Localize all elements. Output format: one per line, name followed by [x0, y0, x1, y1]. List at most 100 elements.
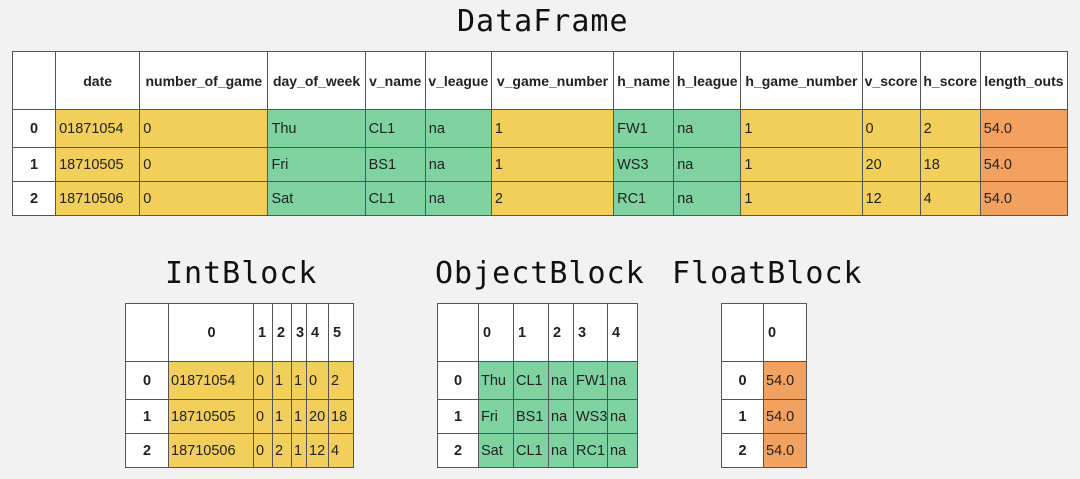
- row-index: 1: [11, 147, 57, 182]
- row-index: 1: [721, 399, 764, 434]
- row-index: 2: [721, 433, 764, 468]
- floatblock-title: FloatBlock: [672, 256, 863, 291]
- table-cell: 1: [740, 109, 863, 148]
- column-header: 5: [328, 303, 354, 362]
- column-header: 3: [573, 303, 608, 362]
- table-cell: 18: [328, 399, 354, 434]
- table-cell: Thu: [478, 361, 514, 400]
- table-cell: 2: [919, 109, 981, 148]
- table-cell: 54.0: [979, 181, 1069, 216]
- row-index: 1: [437, 399, 479, 434]
- table-cell: 18710506: [55, 181, 141, 216]
- table-cell: 12: [861, 181, 921, 216]
- column-header: day_of_week: [267, 51, 366, 110]
- column-header: 4: [607, 303, 638, 362]
- table-cell: 0: [139, 109, 269, 148]
- table-cell: 0: [253, 361, 273, 400]
- table-cell: na: [673, 181, 742, 216]
- table-cell: FW1: [613, 109, 675, 148]
- table-cell: 18710506: [168, 433, 254, 468]
- table-cell: 01871054: [55, 109, 141, 148]
- index-header-cell: [437, 303, 479, 362]
- column-header: h_game_number: [740, 51, 863, 110]
- header-row: 0: [721, 303, 807, 362]
- row-index: 2: [437, 433, 479, 468]
- table-cell: BS1: [364, 147, 426, 182]
- row-index: 1: [125, 399, 169, 434]
- table-cell: 18: [919, 147, 981, 182]
- column-header: 2: [272, 303, 292, 362]
- table-cell: 20: [306, 399, 329, 434]
- column-header: v_name: [364, 51, 426, 110]
- table-cell: 4: [328, 433, 354, 468]
- table-cell: Thu: [267, 109, 366, 148]
- column-header: v_game_number: [490, 51, 615, 110]
- table-cell: Fri: [267, 147, 366, 182]
- table-cell: 0: [306, 361, 329, 400]
- table-cell: 1: [291, 433, 307, 468]
- table-cell: 1: [272, 361, 292, 400]
- column-header: 4: [306, 303, 329, 362]
- column-header: h_league: [673, 51, 742, 110]
- table-cell: 0: [139, 181, 269, 216]
- table-cell: FW1: [573, 361, 608, 400]
- table-cell: 54.0: [763, 433, 807, 468]
- table-cell: 20: [861, 147, 921, 182]
- table-cell: WS3: [573, 399, 608, 434]
- column-header: v_league: [424, 51, 492, 110]
- row-index: 2: [125, 433, 169, 468]
- index-header-cell: [11, 51, 57, 110]
- table-cell: 54.0: [763, 361, 807, 400]
- table-cell: 0: [139, 147, 269, 182]
- column-header: 2: [548, 303, 574, 362]
- table-cell: na: [424, 181, 492, 216]
- table-cell: CL1: [513, 361, 549, 400]
- table-cell: na: [607, 361, 638, 400]
- column-header: 1: [513, 303, 549, 362]
- index-header-cell: [125, 303, 169, 362]
- table-cell: na: [607, 399, 638, 434]
- table-cell: na: [673, 109, 742, 148]
- table-cell: CL1: [364, 181, 426, 216]
- table-cell: 01871054: [168, 361, 254, 400]
- dataframe-title: DataFrame: [457, 4, 629, 39]
- table-cell: 4: [919, 181, 981, 216]
- table-cell: 0: [861, 109, 921, 148]
- table-cell: na: [548, 399, 574, 434]
- table-cell: BS1: [513, 399, 549, 434]
- table-cell: 18710505: [168, 399, 254, 434]
- table-cell: WS3: [613, 147, 675, 182]
- table-cell: na: [548, 361, 574, 400]
- table-cell: 1: [291, 399, 307, 434]
- column-header: 0: [478, 303, 514, 362]
- table-cell: 1: [490, 147, 615, 182]
- row-index: 0: [11, 109, 57, 148]
- column-header: 3: [291, 303, 307, 362]
- table-cell: Sat: [267, 181, 366, 216]
- objectblock-title: ObjectBlock: [435, 256, 645, 291]
- column-header: 0: [763, 303, 807, 362]
- column-header: h_score: [919, 51, 981, 110]
- column-header: length_outs: [979, 51, 1069, 110]
- row-index: 2: [11, 181, 57, 216]
- column-header: v_score: [861, 51, 921, 110]
- table-cell: 1: [291, 361, 307, 400]
- table-cell: na: [548, 433, 574, 468]
- row-index: 0: [125, 361, 169, 400]
- table-cell: na: [673, 147, 742, 182]
- table-cell: 2: [328, 361, 354, 400]
- table-cell: Fri: [478, 399, 514, 434]
- column-header: 1: [253, 303, 273, 362]
